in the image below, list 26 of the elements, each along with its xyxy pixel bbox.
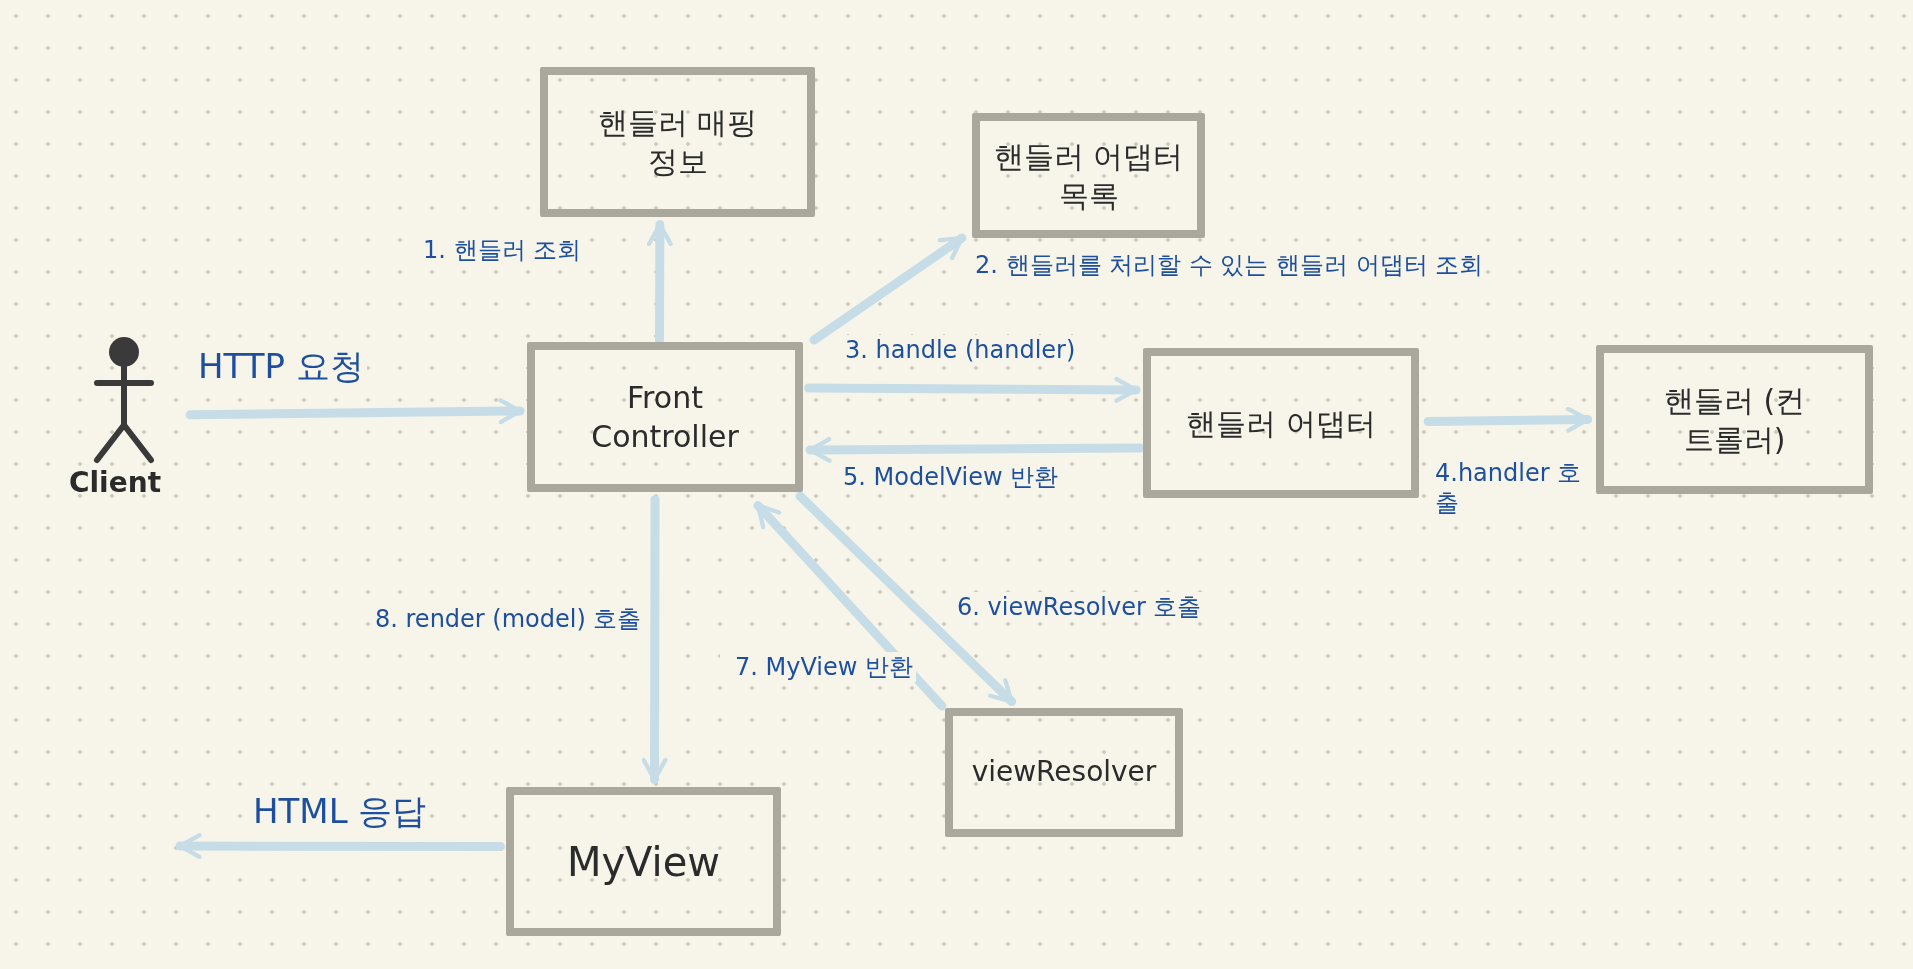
arrow: [795, 491, 1017, 707]
box-label: 핸들러 (컨트롤러): [1662, 381, 1807, 459]
process-box: [945, 708, 1183, 837]
process-box: [1596, 345, 1873, 494]
box-label: 핸들러 어댑터: [1186, 404, 1376, 443]
process-box: [527, 342, 803, 492]
arrow: [805, 436, 1145, 463]
process-box: [540, 67, 815, 217]
arrow: [809, 233, 967, 345]
actor-label: Client: [68, 465, 162, 501]
arrow: [753, 501, 947, 711]
arrow: [1423, 406, 1593, 433]
box-label: 핸들러 어댑터 목록: [993, 137, 1184, 215]
arrow: [641, 495, 668, 785]
box-label: viewResolver: [971, 754, 1157, 791]
process-box: [972, 113, 1205, 238]
process-box: [506, 787, 781, 936]
arrow: [646, 220, 673, 345]
arrow: [804, 376, 1141, 403]
box-label: 핸들러 매핑정보: [596, 104, 759, 181]
box-label: MyView: [566, 837, 721, 887]
process-box: [1143, 348, 1419, 498]
box-label: Front Controller: [590, 379, 740, 456]
edge-label: 7. MyView 반환: [720, 652, 916, 682]
arrow: [185, 398, 525, 425]
arrow: [175, 833, 505, 860]
